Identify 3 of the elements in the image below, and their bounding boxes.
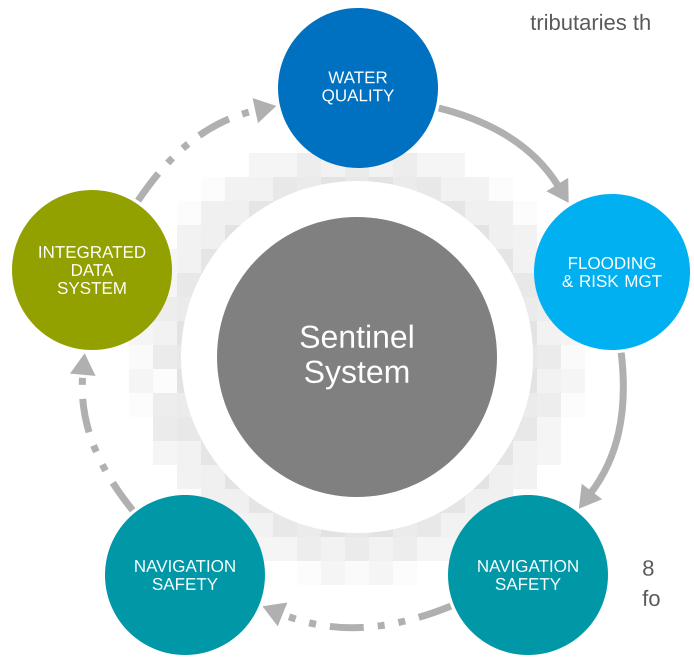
text-fragment: 8: [643, 560, 654, 576]
text-fragment: fo: [642, 590, 660, 606]
text-fragment: tributaries th: [530, 14, 650, 30]
